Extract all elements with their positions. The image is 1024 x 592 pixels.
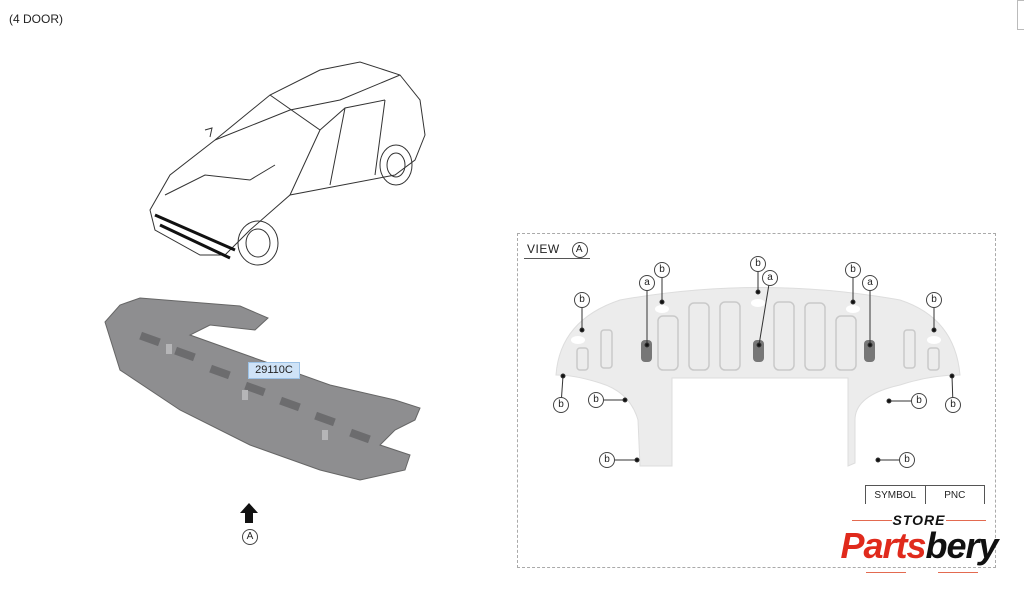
fastener-point <box>931 327 937 333</box>
fastener-point <box>659 299 665 305</box>
fastener-point <box>755 289 761 295</box>
callout-leader <box>758 277 771 346</box>
fastener-point <box>875 457 881 463</box>
callout-b[interactable]: b <box>945 397 961 413</box>
underbody-cover-part <box>104 297 421 481</box>
callout-b[interactable]: b <box>553 397 569 413</box>
logo-brand: Partsbery <box>834 528 1004 564</box>
callout-b[interactable]: b <box>911 393 927 409</box>
fastener-point <box>579 327 585 333</box>
callout-b[interactable]: b <box>599 452 615 468</box>
diagram-header: (4 DOOR) <box>9 12 63 26</box>
view-a-marker: A <box>242 529 258 545</box>
fastener-point <box>634 457 640 463</box>
callout-b[interactable]: b <box>926 292 942 308</box>
scrollbar[interactable] <box>1017 0 1024 30</box>
view-arrow-icon <box>240 503 258 523</box>
callout-b[interactable]: b <box>845 262 861 278</box>
view-title: VIEW A <box>527 242 588 259</box>
callout-b[interactable]: b <box>899 452 915 468</box>
callout-a[interactable]: a <box>639 275 655 291</box>
table-header-pnc: PNC <box>924 486 985 504</box>
cover-plate <box>555 287 961 467</box>
callout-b[interactable]: b <box>750 256 766 272</box>
car-diagram <box>104 61 426 523</box>
fastener-point <box>560 373 566 379</box>
callout-a[interactable]: a <box>762 270 778 286</box>
callout-a[interactable]: a <box>862 275 878 291</box>
logo-brand-red: Parts <box>840 525 926 566</box>
cover-ribs <box>576 301 940 371</box>
detail-view-frame <box>517 233 996 568</box>
part-number-label[interactable]: 29110C <box>248 362 300 379</box>
partsbery-logo: STORE Partsbery <box>834 512 1004 582</box>
table-header-symbol: SYMBOL <box>874 490 917 501</box>
callout-b[interactable]: b <box>588 392 604 408</box>
fastener-point <box>850 299 856 305</box>
fastener-point <box>886 398 892 404</box>
symbol-table-header: SYMBOL PNC <box>865 485 985 504</box>
view-title-symbol: A <box>571 242 588 258</box>
view-title-underline <box>524 258 590 259</box>
logo-store-text: STORE <box>892 512 946 528</box>
fastener-point <box>622 397 628 403</box>
view-title-text: VIEW <box>527 242 560 256</box>
fastener-point <box>949 373 955 379</box>
callout-b[interactable]: b <box>574 292 590 308</box>
fastener-point <box>756 342 762 348</box>
car-outline <box>149 61 426 266</box>
logo-brand-black: bery <box>925 525 999 566</box>
fastener-point <box>644 342 650 348</box>
callout-b[interactable]: b <box>654 262 670 278</box>
fastener-point <box>867 342 873 348</box>
